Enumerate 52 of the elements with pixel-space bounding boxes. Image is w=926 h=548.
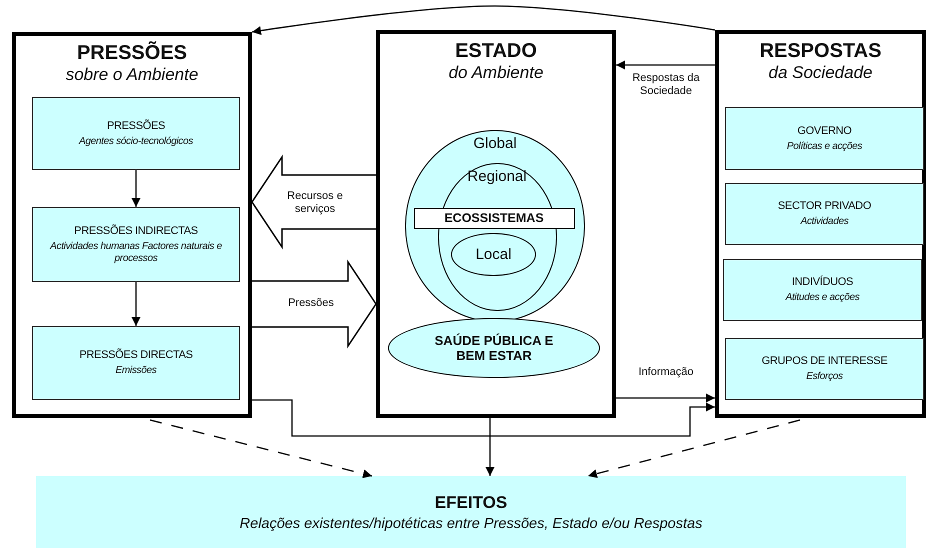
process-box (723, 259, 922, 321)
box-subtitle: sobre o Ambiente (66, 65, 198, 85)
edge-label: Pressões (287, 297, 335, 310)
process-box (725, 107, 924, 170)
dashed-arrow (150, 419, 372, 478)
label-band (414, 208, 574, 228)
process-box (32, 326, 240, 400)
box-heading: PRESSÕES (106, 120, 166, 132)
effects-band (36, 476, 906, 548)
arrow (252, 5, 716, 36)
process-box (32, 207, 240, 282)
arrow (252, 399, 715, 437)
box-heading: Local (476, 246, 512, 263)
process-box (725, 183, 924, 245)
process-box (32, 97, 240, 170)
box-subtitle: Agentes sócio-tecnológicos (78, 136, 194, 148)
arrow (616, 60, 715, 70)
arrow (616, 394, 715, 402)
box-heading: INDIVÍDUOS (792, 276, 854, 288)
box-heading: PRESSÕES INDIRECTAS (74, 224, 198, 236)
box-heading: ECOSSISTEMAS (444, 211, 544, 225)
box-heading: PRESSÕES DIRECTAS (79, 349, 193, 361)
box-heading: Global (473, 135, 517, 152)
process-box (725, 338, 924, 400)
box-heading: EFEITOS (434, 492, 508, 512)
box-heading: GOVERNO (797, 124, 852, 136)
panel-box (715, 30, 926, 418)
box-subtitle: Emissões (114, 365, 158, 377)
box-heading: GRUPOS DE INTERESSE (762, 355, 888, 367)
box-subtitle: Relações existentes/hipotéticas entre Pressões, Estado e/ou Respostas (240, 516, 702, 532)
box-heading: PRESSÕES (76, 42, 188, 65)
block-arrow (251, 260, 377, 348)
box-subtitle: Actividades (799, 216, 850, 228)
box-heading: SECTOR PRIVADO (778, 200, 872, 212)
box-heading: RESPOSTAS (760, 40, 882, 63)
box-subtitle: Actividades humanas Factores naturais e processos (48, 240, 223, 264)
box-heading: ESTADO (455, 40, 537, 63)
panel-box (376, 30, 616, 418)
box-subtitle: do Ambiente (448, 63, 544, 83)
arrow (132, 170, 140, 207)
block-arrow (251, 154, 377, 250)
box-heading: SAÚDE PÚBLICA E BEM ESTAR (434, 333, 554, 363)
box-subtitle: da Sociedade (768, 63, 872, 83)
arrow (486, 418, 494, 476)
panel-box (12, 32, 252, 418)
arrow (132, 282, 140, 326)
box-heading: Regional (467, 168, 527, 184)
box-subtitle: Políticas e acções (786, 140, 864, 152)
edge-label: Recursos e serviços (286, 190, 344, 216)
dashed-arrow (588, 419, 800, 478)
box-subtitle: Atitudes e acções (784, 292, 860, 304)
box-subtitle: Esforços (805, 371, 844, 383)
